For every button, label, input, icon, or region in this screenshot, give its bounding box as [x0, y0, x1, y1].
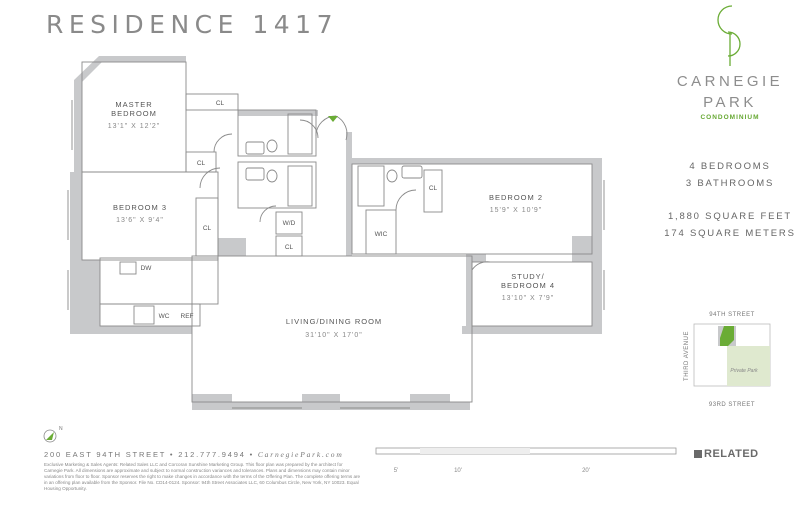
study-dims: 13'10" X 7'9" — [502, 295, 555, 302]
wall-master-top — [99, 56, 186, 62]
master-bedroom-label-1: MASTER — [115, 100, 152, 109]
scale-label-20: 20' — [582, 468, 590, 474]
bedroom2-dims: 15'9" X 10'9" — [490, 207, 543, 214]
walk-in-closet-label: WIC — [375, 231, 388, 238]
developer-name: RELATED — [704, 448, 759, 460]
footer-address: 200 EAST 94TH STREET • 212.777.9494 • Ca… — [44, 450, 344, 459]
wic-closet — [365, 209, 397, 255]
key-plan-south-street: 93RD STREET — [709, 402, 755, 408]
compass-icon: N — [43, 426, 63, 443]
building-footprint — [720, 326, 734, 346]
key-plan-avenue: THIRD AVENUE — [684, 331, 690, 381]
study-label-2: BEDROOM 4 — [501, 281, 555, 290]
wall-bed2-top — [350, 158, 602, 164]
wall-bed2-right-block — [572, 236, 602, 262]
washer-dryer-label: W/D — [283, 220, 296, 227]
living-dining-dims: 31'10" X 17'0" — [305, 332, 362, 339]
residence-title: RESIDENCE 1417 — [46, 10, 338, 39]
related-logo-icon — [694, 450, 702, 458]
wall-left-kitchen — [70, 260, 100, 334]
scale-label-10: 10' — [454, 468, 462, 474]
wd-closet — [275, 211, 303, 235]
scale-bar: 5' 10' 20' — [375, 447, 677, 474]
living-dining-label: LIVING/DINING ROOM — [286, 317, 382, 326]
closet-label-hall: CL — [285, 244, 294, 251]
bedroom3-dims: 13'6" X 9'4" — [116, 217, 164, 224]
key-plan-park-label: Private Park — [730, 368, 758, 374]
wall-study-top — [466, 254, 486, 262]
brand-name-line1: CARNEGIE — [676, 73, 784, 90]
wine-cooler-label: WC — [159, 313, 170, 320]
key-plan-north-street: 94TH STREET — [709, 312, 755, 318]
footer-website-link[interactable]: CarnegiePark.com — [257, 450, 344, 459]
wall-living-left — [100, 326, 192, 334]
master-closet-top — [185, 93, 239, 111]
scale-label-5: 5' — [394, 468, 398, 474]
private-park-area — [727, 346, 770, 386]
closet-label-bedroom2: CL — [429, 185, 438, 192]
unit-specs-area: 1,880 SQUARE FEET 174 SQUARE METERS — [664, 208, 796, 242]
wall-left-master — [74, 80, 82, 172]
refrigerator-label: REF — [181, 313, 194, 320]
dishwasher-label: DW — [141, 265, 153, 272]
bedroom2-label: BEDROOM 2 — [489, 193, 543, 202]
master-bedroom-dims: 13'1" X 12'2" — [108, 123, 161, 130]
key-plan: 94TH STREET Private Park THIRD AVENUE 93… — [684, 312, 771, 408]
spec-square-feet: 1,880 SQUARE FEET — [667, 211, 793, 222]
closet-label-master-bottom: CL — [197, 160, 206, 167]
carnegie-park-brand: CARNEGIE PARK CONDOMINIUM — [664, 0, 796, 121]
wall-living-right-low — [462, 326, 592, 334]
unit-specs-rooms: 4 BEDROOMS 3 BATHROOMS — [664, 158, 796, 192]
closet-label-master-top: CL — [216, 100, 225, 107]
brand-name-line2: PARK — [703, 94, 757, 111]
legal-disclaimer: Exclusive Marketing & Sales Agents: Rela… — [44, 462, 361, 491]
bedroom3-label: BEDROOM 3 — [113, 203, 167, 212]
plan-lines — [67, 61, 605, 409]
carnegie-park-logo-icon — [717, 5, 741, 66]
entry-marker-icon — [328, 116, 338, 122]
closet-label-bedroom3: CL — [203, 225, 212, 232]
spec-bedrooms: 4 BEDROOMS — [689, 161, 771, 172]
wall-study-left — [466, 254, 472, 334]
wall-kitchen-pier — [218, 238, 246, 256]
spec-square-meters: 174 SQUARE METERS — [664, 228, 796, 239]
footer-address-text: 200 EAST 94TH STREET • 212.777.9494 • — [44, 450, 258, 459]
wall-bath-core — [238, 110, 318, 116]
wall-hall-right — [346, 132, 352, 256]
brand-tagline: CONDOMINIUM — [700, 114, 760, 121]
spec-bathrooms: 3 BATHROOMS — [685, 178, 775, 189]
related-logo: RELATED — [694, 448, 759, 460]
compass-north-label: N — [59, 426, 63, 432]
master-bedroom-label-2: BEDROOM — [111, 109, 157, 118]
study-label-1: STUDY/ — [511, 272, 545, 281]
